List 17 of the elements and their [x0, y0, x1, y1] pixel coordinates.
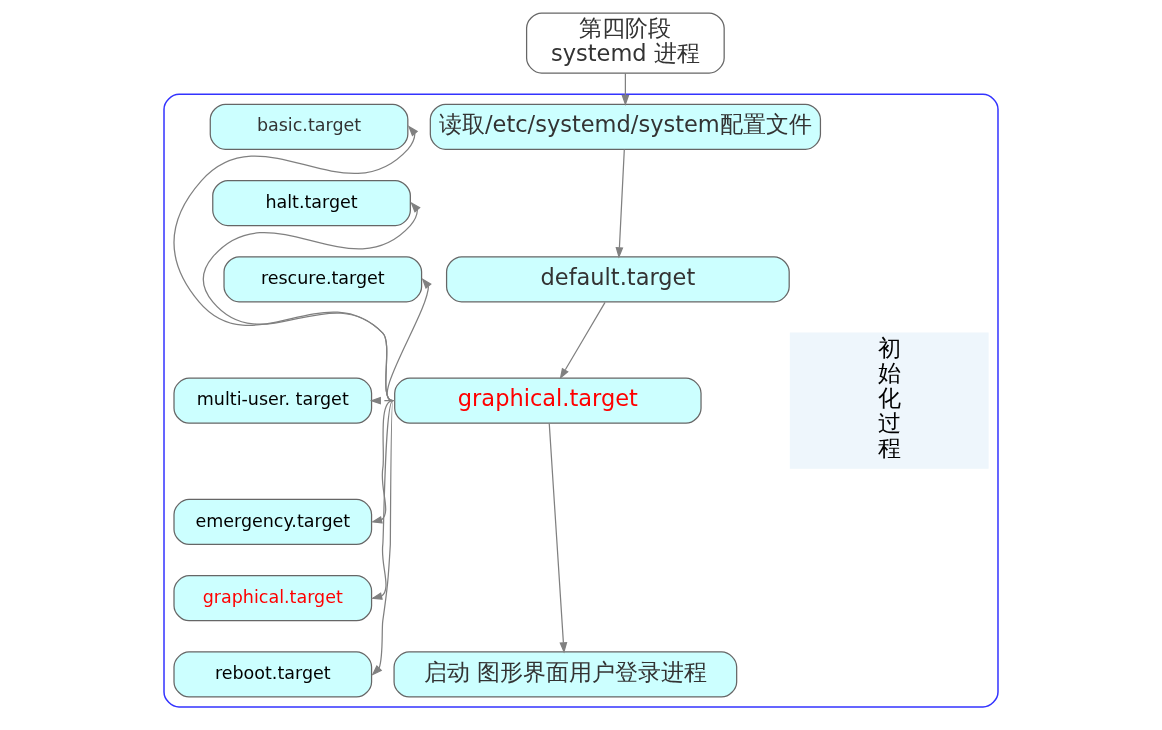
node-box: graphical.target: [173, 575, 373, 622]
arrow: [386, 277, 432, 402]
arrow: [548, 422, 568, 654]
node-box: multi-user. target: [173, 377, 373, 424]
arrow: [559, 301, 606, 380]
node-box: 读取/etc/systemd/system配置文件: [429, 103, 822, 150]
node-box: reboot.target: [173, 651, 373, 698]
arrow: [621, 72, 630, 107]
node-box: halt.target: [212, 179, 411, 227]
node-box: basic.target: [209, 103, 409, 150]
node-box: graphical.target: [394, 377, 702, 424]
node-box: 启动 图形界面用户登录进程: [393, 651, 738, 698]
arrow: [615, 148, 625, 259]
node-box: rescure.target: [223, 256, 423, 303]
node-box: default.target: [445, 256, 790, 303]
node-box: 第四阶段 systemd 进程: [526, 12, 725, 74]
node-box: emergency.target: [173, 498, 373, 546]
